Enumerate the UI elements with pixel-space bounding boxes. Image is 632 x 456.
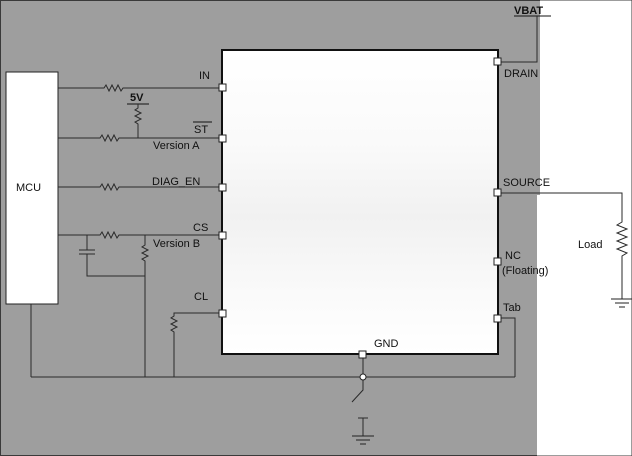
ground-symbol-main [352,435,374,445]
external-area [537,0,632,456]
diag-en-wire [58,182,222,192]
cs-wire [58,230,222,240]
pin-cs-square [218,231,227,240]
pin-gnd-label: GND [374,338,399,350]
tab-wire [498,317,516,377]
source-wire [498,192,629,299]
in-wire [58,83,222,93]
pin-diag-en-square [218,183,227,192]
pin-tab-square [493,314,502,323]
version-b-label: Version B [153,238,200,250]
ground-symbol-load [611,298,632,308]
pin-st-label: ST [194,124,208,136]
pin-in-square [218,83,227,92]
pin-cl-square [218,309,227,318]
pin-floating-label: (Floating) [502,265,548,277]
pin-nc-square [493,257,502,266]
driver-chip [221,49,499,355]
cs-resistor [140,235,150,377]
pin-source-square [493,188,502,197]
load-label: Load [578,239,602,251]
pin-cs-label: CS [193,222,208,234]
pin-nc-label: NC [505,250,521,262]
pin-gnd-square [358,350,367,359]
mcu-block [5,71,59,305]
st-wire [58,133,222,143]
pullup-resistor [133,104,143,138]
pin-tab-label: Tab [503,302,521,314]
pin-source-label: SOURCE [503,177,550,189]
version-a-label: Version A [153,140,200,152]
pin-in-label: IN [199,70,210,82]
pin-drain-square [493,57,502,66]
cl-resistor [169,312,222,377]
pin-st-square [218,134,227,143]
gnd-node [359,373,367,381]
pin-diag-en-label: DIAG_EN [152,176,200,188]
five-v-label: 5V [130,92,144,104]
pin-cl-label: CL [194,291,208,303]
vbat-wire [498,16,538,63]
pin-drain-label: DRAIN [504,68,538,80]
vbat-label: VBAT [514,5,543,17]
mcu-label: MCU [16,182,41,194]
cs-capacitor [79,235,145,277]
